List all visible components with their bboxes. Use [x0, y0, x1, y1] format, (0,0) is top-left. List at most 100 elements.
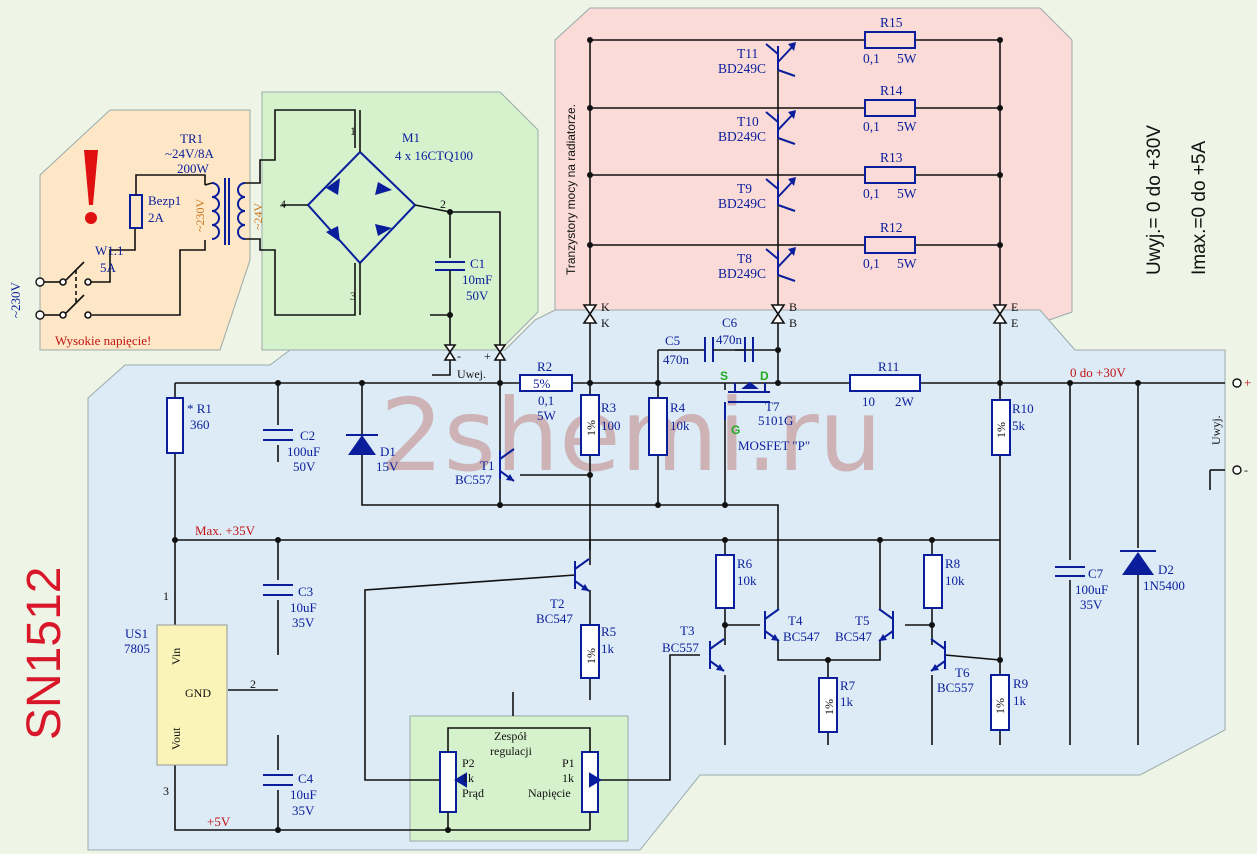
bridge-m1	[282, 110, 501, 345]
t1-label: T1	[480, 458, 494, 473]
power-transistor-part: BD249C	[718, 129, 766, 144]
p2-label: P2	[462, 756, 475, 770]
power-resistor-value: 0,1	[863, 51, 880, 66]
watermark: 2shemi.ru	[380, 377, 882, 494]
d1-label: D1	[380, 444, 396, 459]
t7-label: T7	[765, 399, 780, 414]
c6-value: 470n	[716, 332, 743, 347]
t5-label: T5	[855, 613, 869, 628]
spec-current: Imax.=0 do +5A	[1189, 141, 1210, 275]
uwyj-label: Uwyj.	[1209, 415, 1223, 445]
r11-value: 10	[862, 394, 875, 409]
p2-func: Prąd	[462, 786, 484, 800]
t5-part: BC547	[835, 629, 872, 644]
e-label-bot: E	[1011, 316, 1018, 330]
t7-g: G	[731, 423, 740, 437]
t2-part: BC547	[536, 611, 573, 626]
rail-out: 0 do +30V	[1070, 365, 1126, 380]
t6-part: BC557	[937, 680, 974, 695]
r2-label: R2	[537, 359, 552, 374]
rail-max: Max. +35V	[195, 523, 256, 538]
fuse-label: Bezp1	[148, 193, 181, 208]
r6-label: R6	[737, 556, 753, 571]
power-resistor-value: 0,1	[863, 119, 880, 134]
r6-value: 10k	[737, 573, 757, 588]
transistor-t4	[764, 608, 780, 642]
c6-label: C6	[722, 315, 738, 330]
r11-label: R11	[878, 359, 899, 374]
warning-text: Wysokie napięcie!	[55, 333, 151, 348]
transistor-t6	[930, 638, 946, 672]
out-plus: +	[1244, 375, 1251, 390]
r3-label: R3	[601, 400, 616, 415]
d2-label: D2	[1158, 562, 1174, 577]
power-transistor-label: T10	[737, 114, 759, 129]
mains-input-label: ~230V	[8, 281, 23, 318]
us1-pin3: 3	[163, 784, 169, 798]
r1-value: 360	[190, 417, 210, 432]
transistor-t2	[574, 558, 590, 592]
b-label-bot: B	[789, 316, 797, 330]
c5-label: C5	[665, 333, 680, 348]
r7-label: R7	[840, 678, 856, 693]
main-wires	[174, 323, 1225, 831]
warning-icon	[84, 150, 98, 224]
potentiometers	[439, 751, 602, 813]
r5-label: R5	[601, 624, 616, 639]
power-resistor-value: 0,1	[863, 186, 880, 201]
p1-label: P1	[562, 756, 575, 770]
c2-label: C2	[300, 428, 315, 443]
k-label-bot: K	[601, 316, 610, 330]
r9-value: 1k	[1013, 693, 1027, 708]
c3-value: 10uF	[290, 600, 317, 615]
r7-tol: 1%	[822, 699, 836, 715]
c3-label: C3	[298, 584, 313, 599]
t7-d: D	[760, 369, 769, 383]
t3-label: T3	[680, 623, 694, 638]
us1-part: 7805	[124, 641, 150, 656]
r5-tol: 1%	[584, 648, 598, 664]
d2-part: 1N5400	[1143, 578, 1185, 593]
r11-power: 2W	[895, 394, 915, 409]
bridge-pin-1: 1	[350, 124, 356, 138]
t7-s: S	[720, 369, 728, 383]
regulation-title-2: regulacji	[490, 744, 533, 758]
c2-value: 100uF	[287, 444, 320, 459]
uwej-minus: -	[457, 349, 461, 363]
bridge-part: 4 x 16CTQ100	[395, 148, 473, 163]
power-resistor-label: R12	[880, 220, 903, 235]
p2-value: 1k	[462, 771, 474, 785]
r3-value: 100	[601, 418, 621, 433]
us1-vin: Vin	[169, 648, 183, 665]
t2-label: T2	[550, 596, 564, 611]
c4-label: C4	[298, 771, 314, 786]
transistor-t3	[709, 638, 725, 672]
bridge-pin-2: 2	[440, 197, 446, 211]
diode-d1	[346, 434, 378, 455]
power-resistor-label: R13	[880, 150, 903, 165]
r10-tol: 1%	[994, 422, 1008, 438]
c2-voltage: 50V	[293, 459, 316, 474]
c3-voltage: 35V	[292, 615, 315, 630]
uwej-connectors	[432, 344, 507, 450]
c7-voltage: 35V	[1080, 597, 1103, 612]
c5-value: 470n	[663, 352, 690, 367]
r9-label: R9	[1013, 676, 1028, 691]
us1-pin2: 2	[250, 677, 256, 691]
transistor-t5	[878, 608, 894, 642]
power-transistor-part: BD249C	[718, 61, 766, 76]
r5-value: 1k	[601, 641, 615, 656]
capacitor-c1	[430, 212, 465, 345]
r2-power: 5W	[537, 408, 557, 423]
power-resistor-label: R15	[880, 15, 903, 30]
out-minus: -	[1244, 463, 1248, 477]
r10-value: 5k	[1012, 418, 1026, 433]
power-resistor-power: 5W	[897, 51, 917, 66]
power-resistor-value: 0,1	[863, 256, 880, 271]
out-minus-terminal	[1232, 465, 1242, 475]
transformer-primary: ~230V	[193, 199, 207, 232]
